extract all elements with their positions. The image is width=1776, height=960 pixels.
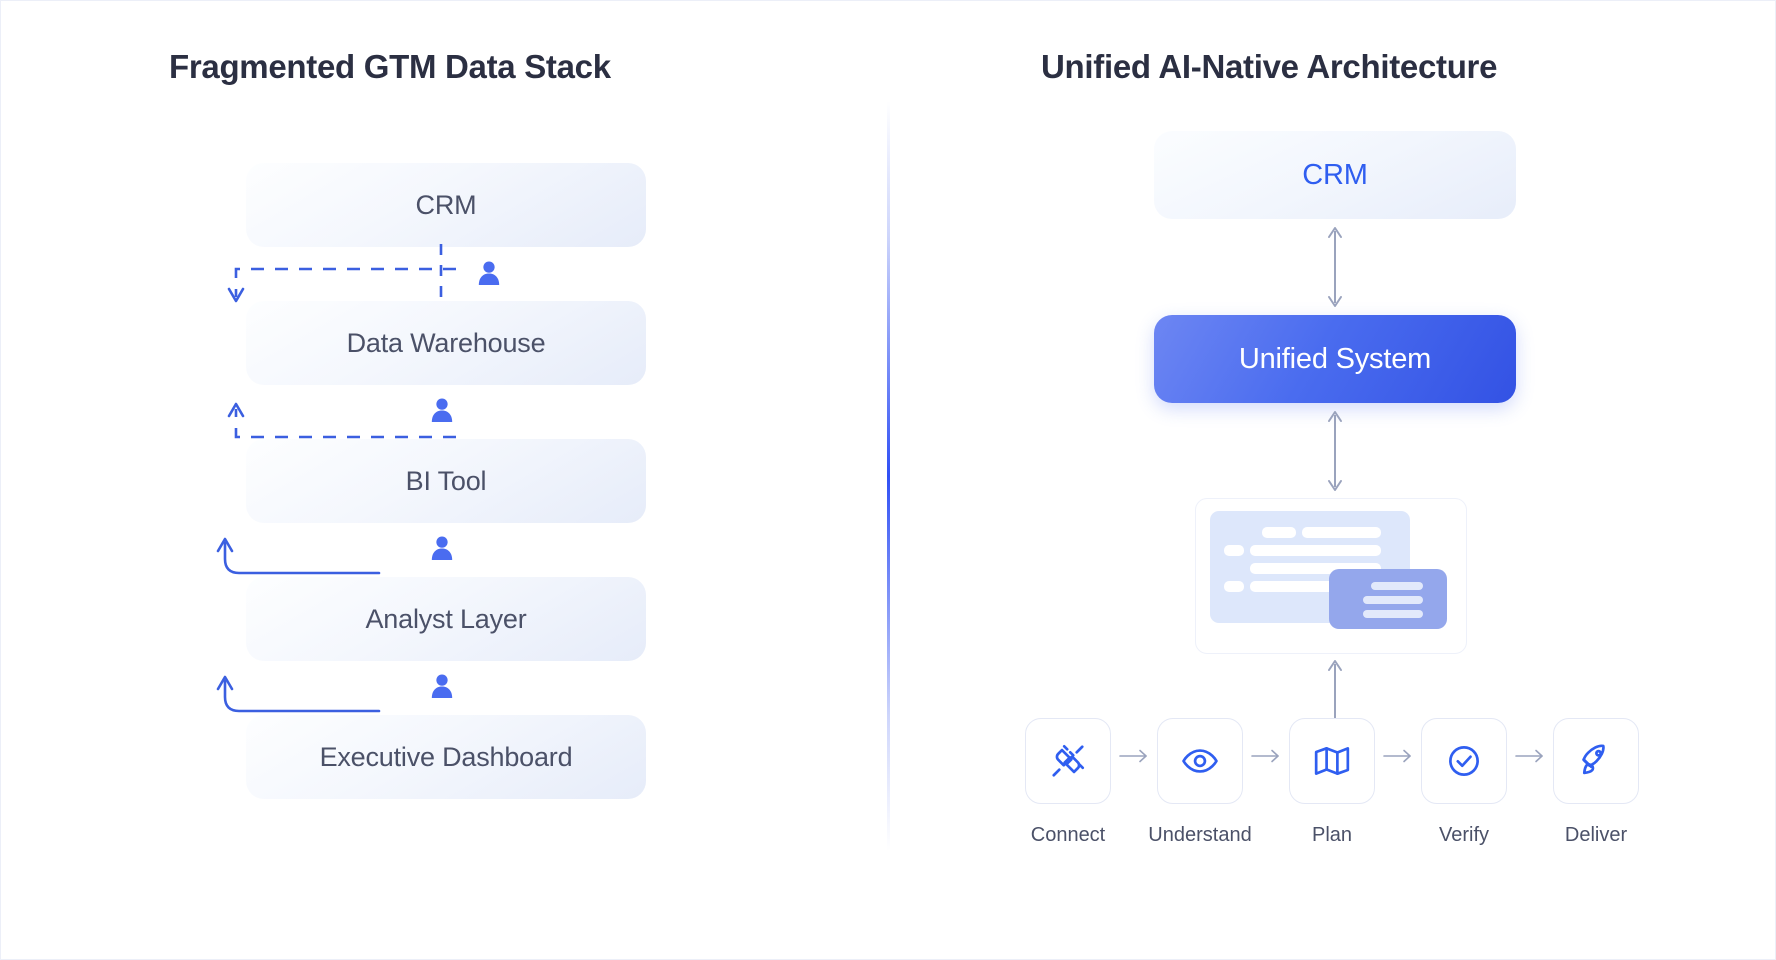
stack-box-data-warehouse[interactable]: Data Warehouse: [246, 301, 646, 385]
stack-box-bi-tool[interactable]: BI Tool: [246, 439, 646, 523]
right-column-title: Unified AI-Native Architecture: [1041, 48, 1498, 85]
connector-dashed-loop-up: [227, 402, 456, 439]
unified-architecture-column: Unified AI-Native Architecture CRM Unifi…: [887, 1, 1775, 959]
pipeline-tile[interactable]: [1421, 718, 1507, 804]
stack-box-label: BI Tool: [405, 465, 487, 496]
person-icon: [431, 536, 453, 560]
pipeline-step-label: Plan: [1311, 824, 1353, 846]
stack-box-analyst-layer[interactable]: Analyst Layer: [246, 577, 646, 661]
eye-icon: [1182, 749, 1218, 773]
connector-dashed-loop-down: [227, 267, 456, 303]
person-icon: [478, 261, 500, 285]
plug-icon: [1052, 744, 1085, 777]
left-column-title: Fragmented GTM Data Stack: [169, 48, 611, 85]
stack-box-label: Analyst Layer: [365, 603, 527, 634]
document-preview-overlay: [1329, 569, 1447, 629]
connector-dashed-stub: [439, 244, 443, 310]
connector-solid-loop-up: [216, 537, 381, 575]
stack-box-label: Executive Dashboard: [319, 741, 573, 772]
document-preview-card: [1195, 498, 1467, 654]
pipeline-tile[interactable]: [1289, 718, 1375, 804]
pipeline-tile[interactable]: [1157, 718, 1243, 804]
bidirectional-arrow-icon: [1328, 227, 1342, 307]
stack-box-label: Data Warehouse: [346, 327, 546, 358]
pipeline-tile[interactable]: [1553, 718, 1639, 804]
unified-system-label: Unified System: [1238, 342, 1432, 375]
pipeline-step-label: Deliver: [1564, 824, 1628, 846]
person-icon: [431, 398, 453, 422]
fragmented-stack-column: Fragmented GTM Data Stack CRM Data Wareh…: [1, 1, 887, 959]
pipeline-arrow-icon: [1248, 748, 1284, 764]
unified-system-box[interactable]: Unified System: [1154, 315, 1516, 403]
unified-crm-label: CRM: [1302, 158, 1368, 191]
pipeline-row: Connect Understand: [887, 718, 1775, 847]
pipeline-step-understand[interactable]: Understand: [1148, 718, 1252, 847]
pipeline-step-label: Understand: [1148, 824, 1252, 846]
pipeline-step-deliver[interactable]: Deliver: [1548, 718, 1644, 847]
check-circle-icon: [1449, 746, 1479, 776]
pipeline-step-label: Verify: [1438, 824, 1490, 846]
person-icon: [431, 674, 453, 698]
pipeline-tile[interactable]: [1025, 718, 1111, 804]
stack-box-crm[interactable]: CRM: [246, 163, 646, 247]
connector-solid-loop-up: [216, 675, 381, 713]
pipeline-step-plan[interactable]: Plan: [1284, 718, 1380, 847]
pipeline-arrow-icon: [1116, 748, 1152, 764]
pipeline-step-verify[interactable]: Verify: [1416, 718, 1512, 847]
pipeline-arrow-icon: [1380, 748, 1416, 764]
pipeline-step-label: Connect: [1030, 824, 1106, 846]
stack-box-label: CRM: [415, 189, 477, 220]
stack-box-executive-dashboard[interactable]: Executive Dashboard: [246, 715, 646, 799]
unified-crm-box[interactable]: CRM: [1154, 131, 1516, 219]
rocket-icon: [1582, 744, 1605, 775]
bidirectional-arrow-icon: [1328, 411, 1342, 491]
pipeline-arrow-icon: [1512, 748, 1548, 764]
column-divider: [887, 101, 890, 851]
map-icon: [1314, 746, 1350, 776]
pipeline-step-connect[interactable]: Connect: [1020, 718, 1116, 847]
